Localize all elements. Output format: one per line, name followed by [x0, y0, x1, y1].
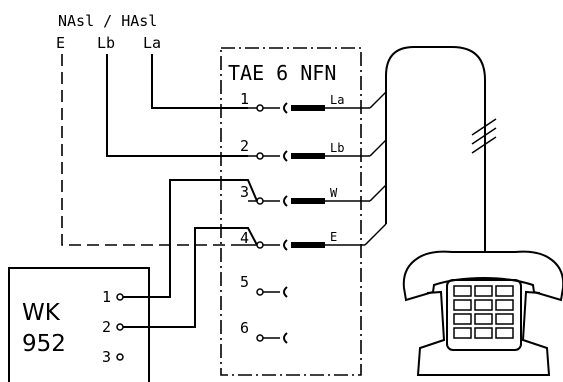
contact-la-label: La	[330, 93, 344, 107]
pin-2-number: 2	[240, 137, 249, 155]
cable-hatch-3	[471, 136, 497, 154]
pin-4-number: 4	[240, 229, 249, 247]
label-e: E	[56, 34, 65, 52]
keypad	[453, 285, 514, 339]
label-lb: Lb	[97, 34, 115, 52]
telephone-icon	[402, 250, 563, 376]
pin-row-2: Lb	[248, 141, 370, 162]
pin-6-number: 6	[240, 319, 249, 337]
tae-socket-title: TAE 6 NFN	[228, 61, 336, 85]
cable-stroke-2	[369, 139, 387, 157]
label-la: La	[143, 34, 161, 52]
cable-hatch-1	[471, 118, 497, 136]
wire-e-vertical	[61, 54, 243, 246]
contact-w-label: W	[330, 186, 338, 200]
pin-1-number: 1	[240, 90, 249, 108]
label-nasl-hasl: NAsl / HAsl	[58, 12, 157, 30]
pin-row-3: W	[248, 186, 370, 207]
wire-lb	[106, 54, 248, 157]
wk-label: WK	[22, 300, 61, 326]
wk-terminal-1	[116, 293, 124, 301]
cable-stroke-1	[369, 91, 387, 109]
wire-la	[151, 54, 248, 109]
phone-cable	[385, 46, 486, 253]
wk-model-label: 952	[22, 331, 66, 357]
cable-hatch-2	[471, 127, 497, 145]
cable-stroke-4	[364, 223, 387, 246]
pin-row-4: E	[243, 230, 365, 251]
cable-stroke-3	[369, 184, 387, 202]
pin-row-6	[256, 332, 288, 344]
wk-terminal-2-number: 2	[102, 318, 111, 336]
pin-row-5	[256, 286, 288, 298]
tae-socket-box	[220, 47, 362, 376]
wire-wk-1	[123, 179, 258, 298]
pin-5-number: 5	[240, 273, 249, 291]
pin-3-number: 3	[240, 183, 249, 201]
pin-row-1: La	[248, 93, 370, 114]
wire-wk-2	[123, 227, 258, 328]
wk-terminal-3-number: 3	[102, 348, 111, 366]
wk-terminal-1-number: 1	[102, 288, 111, 306]
contact-lb-label: Lb	[330, 141, 344, 155]
contact-e-label: E	[330, 230, 337, 244]
wk-terminal-3	[116, 353, 124, 361]
wk-terminal-2	[116, 323, 124, 331]
